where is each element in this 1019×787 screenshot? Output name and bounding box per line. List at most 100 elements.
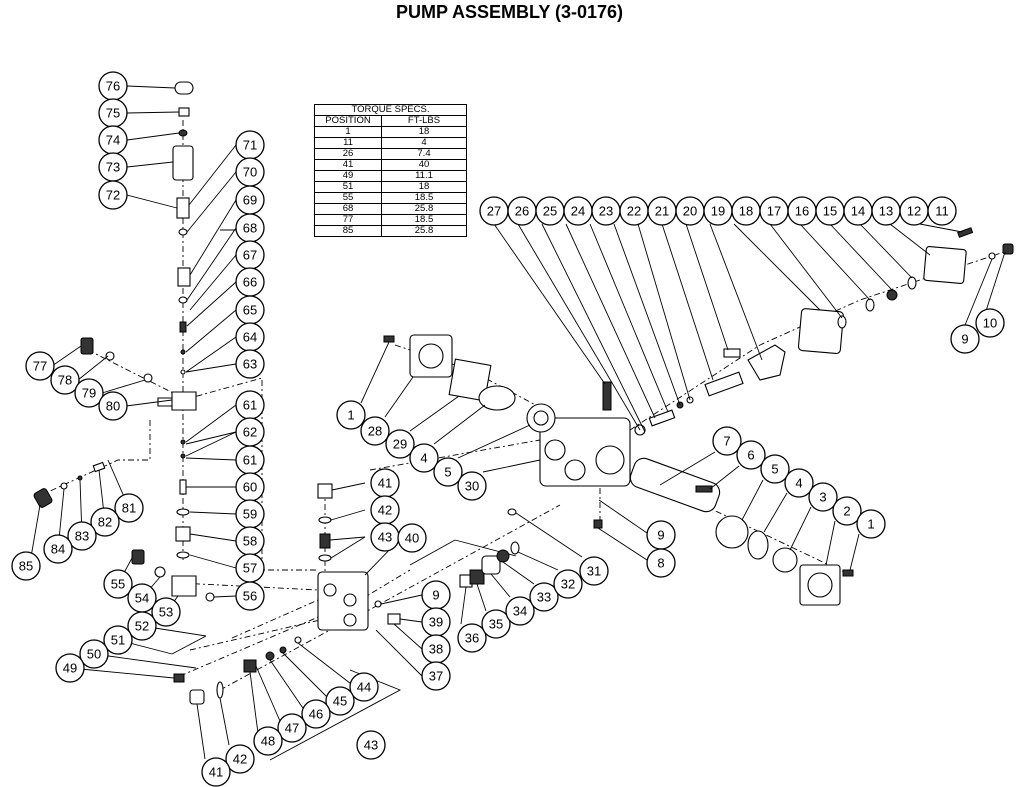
callout-balloons: 76 75 74 73 72 71 70 69 68 67 66 65 64 6… <box>11 71 1005 787</box>
callout-balloon: 37 <box>421 661 451 691</box>
bearing-part <box>715 515 749 549</box>
seal-part <box>507 508 517 516</box>
svg-text:54: 54 <box>135 591 149 606</box>
cell-value: 25.8 <box>381 225 467 237</box>
svg-text:77: 77 <box>33 359 47 374</box>
svg-text:12: 12 <box>907 204 921 219</box>
callout-balloon: 72 <box>98 180 128 210</box>
callout-balloon: 51 <box>103 625 133 655</box>
svg-text:84: 84 <box>51 542 65 557</box>
callout-balloon: 62 <box>235 417 265 447</box>
svg-text:34: 34 <box>513 604 527 619</box>
svg-text:74: 74 <box>106 133 120 148</box>
page-title: PUMP ASSEMBLY (3-0176) <box>395 2 624 22</box>
ball-part <box>180 439 186 445</box>
washer-part <box>154 566 166 578</box>
svg-text:43: 43 <box>378 530 392 545</box>
oring-part <box>176 551 190 559</box>
svg-text:13: 13 <box>879 204 893 219</box>
plug-part <box>173 673 185 683</box>
callout-balloon: 61 <box>235 445 265 475</box>
fitting-part <box>131 549 145 565</box>
oring-part <box>178 296 188 304</box>
svg-text:70: 70 <box>243 165 257 180</box>
callout-balloon: 55 <box>103 569 133 599</box>
callout-balloon: 34 <box>505 596 535 626</box>
unloader-knob-part <box>80 337 94 355</box>
cap-part <box>174 81 194 95</box>
callout-balloon: 59 <box>235 499 265 529</box>
svg-text:57: 57 <box>243 561 257 576</box>
callout-balloon: 27 <box>479 196 509 226</box>
callout-balloon: 35 <box>481 609 511 639</box>
callout-balloon: 48 <box>253 726 283 756</box>
svg-text:66: 66 <box>243 275 257 290</box>
seat-part <box>175 526 191 542</box>
svg-text:56: 56 <box>243 589 257 604</box>
svg-text:46: 46 <box>309 707 323 722</box>
svg-text:62: 62 <box>243 425 257 440</box>
svg-text:55: 55 <box>111 577 125 592</box>
ring-part <box>294 636 302 644</box>
svg-text:48: 48 <box>261 734 275 749</box>
svg-text:5: 5 <box>771 462 778 477</box>
callout-balloon: 7 <box>712 426 742 456</box>
svg-text:1: 1 <box>347 408 354 423</box>
svg-text:9: 9 <box>657 528 664 543</box>
callout-balloon: 66 <box>235 267 265 297</box>
svg-text:17: 17 <box>767 204 781 219</box>
svg-text:36: 36 <box>465 631 479 646</box>
key-part <box>695 485 713 493</box>
callout-balloon: 70 <box>235 157 265 187</box>
callout-balloon: 36 <box>457 623 487 653</box>
callout-balloon: 20 <box>675 196 705 226</box>
callout-balloon: 21 <box>647 196 677 226</box>
svg-text:14: 14 <box>851 204 865 219</box>
svg-text:20: 20 <box>683 204 697 219</box>
callout-balloon: 9 <box>950 324 980 354</box>
callout-balloon: 31 <box>579 556 609 586</box>
callout-balloon: 64 <box>235 322 265 352</box>
oring-part <box>988 252 996 260</box>
callout-balloon: 85 <box>11 551 41 581</box>
callout-balloon: 1 <box>856 509 886 539</box>
callout-balloon: 5 <box>760 454 790 484</box>
callout-balloon: 6 <box>736 440 766 470</box>
svg-text:42: 42 <box>378 503 392 518</box>
callout-balloon: 65 <box>235 295 265 325</box>
svg-text:76: 76 <box>106 79 120 94</box>
callout-balloon: 68 <box>235 213 265 243</box>
svg-text:18: 18 <box>739 204 753 219</box>
callout-balloon: 56 <box>235 581 265 611</box>
svg-text:44: 44 <box>357 680 371 695</box>
svg-text:82: 82 <box>98 515 112 530</box>
svg-text:30: 30 <box>465 479 479 494</box>
spring-part <box>92 461 106 473</box>
callout-balloon: 78 <box>50 365 80 395</box>
svg-text:40: 40 <box>405 531 419 546</box>
svg-text:53: 53 <box>159 605 173 620</box>
callout-balloon: 9 <box>421 580 451 610</box>
svg-text:15: 15 <box>823 204 837 219</box>
rear-cover-part <box>923 246 967 284</box>
callout-balloon: 28 <box>360 416 390 446</box>
oring-part <box>907 276 917 290</box>
callout-balloon: 11 <box>927 196 957 226</box>
crankshaft-part <box>629 457 721 513</box>
callout-balloon: 81 <box>114 493 144 523</box>
callout-balloon: 76 <box>98 71 128 101</box>
sight-glass-part <box>886 289 898 301</box>
svg-text:85: 85 <box>19 559 33 574</box>
svg-text:37: 37 <box>429 669 443 684</box>
svg-text:47: 47 <box>285 721 299 736</box>
callout-balloon: 5 <box>433 457 463 487</box>
callout-balloon: 23 <box>591 196 621 226</box>
washer-part <box>143 373 153 383</box>
callout-balloon: 63 <box>235 349 265 379</box>
callout-balloon: 16 <box>787 196 817 226</box>
seal-part <box>772 547 798 573</box>
callout-balloon: 41 <box>201 757 231 787</box>
plug-part <box>387 613 401 625</box>
bolt-part <box>383 335 395 343</box>
